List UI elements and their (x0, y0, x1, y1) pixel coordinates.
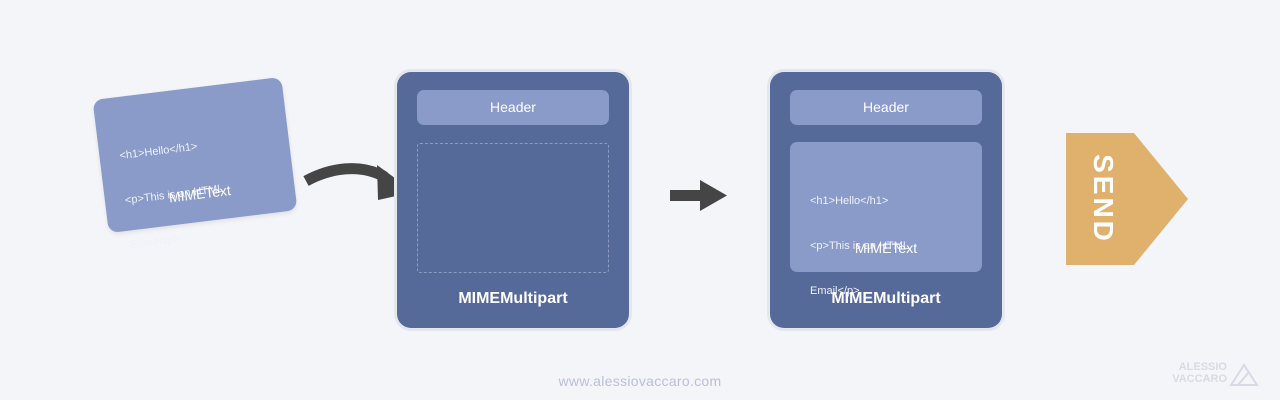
brand-logo: ALESSIO VACCARO (1165, 361, 1270, 389)
mimemultipart-label: MIMEMultipart (831, 290, 941, 307)
send-pentagon: SEND (1066, 133, 1188, 265)
code-line: Email</p> (810, 285, 860, 297)
send-label: SEND (1088, 154, 1119, 244)
logo-text: ALESSIO VACCARO (1165, 361, 1227, 385)
header-bar: Header (790, 90, 982, 125)
logo-triangle-icon (1229, 363, 1259, 386)
right-arrow-icon (670, 180, 727, 211)
mimemultipart-label: MIMEMultipart (458, 290, 568, 307)
send-shape (1066, 133, 1188, 265)
logo-line: ALESSIO (1178, 361, 1227, 373)
empty-part-slot (417, 143, 609, 273)
html-code-snippet: <h1>Hello</h1> <p>This is an HTML Email<… (810, 164, 909, 329)
logo-line: VACCARO (1172, 373, 1227, 385)
mimemultipart-filled: Header <h1>Hello</h1> <p>This is an HTML… (770, 72, 1002, 328)
footer-url: www.alessiovaccaro.com (558, 373, 722, 389)
mimetext-label: MIMEText (854, 240, 918, 256)
attached-mimetext-card: <h1>Hello</h1> <p>This is an HTML Email<… (790, 142, 982, 297)
header-bar: Header (417, 90, 609, 125)
mimemultipart-empty: Header MIMEMultipart (397, 72, 629, 328)
code-line: <h1>Hello</h1> (810, 195, 889, 207)
code-line: <p>This is an HTML (810, 240, 910, 252)
